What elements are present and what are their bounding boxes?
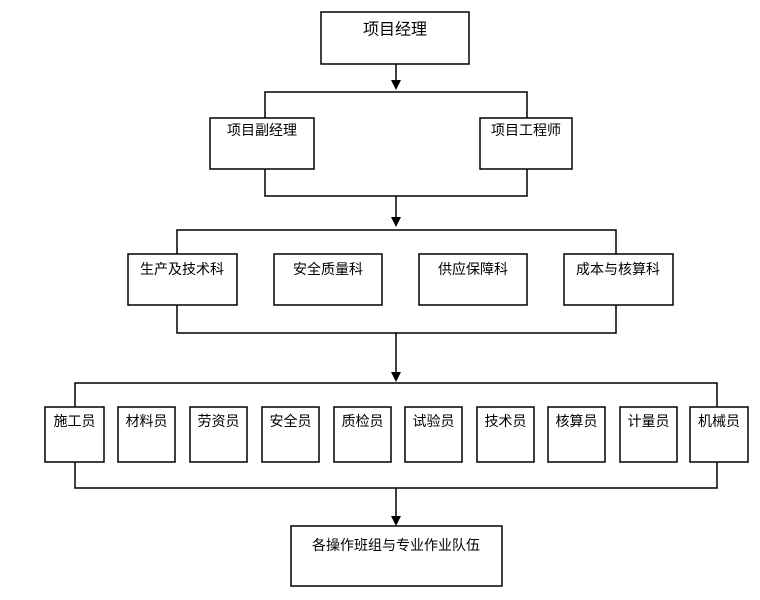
- connector-bracket: [264, 91, 528, 118]
- node-staff-metering-label: 计量员: [628, 414, 670, 430]
- connector-bracket: [74, 382, 718, 407]
- node-dept-safety-quality-label: 安全质量科: [293, 261, 363, 278]
- node-dept-cost-accounting-label: 成本与核算科: [576, 262, 660, 278]
- node-dept-supply-label: 供应保障科: [438, 261, 508, 278]
- node-staff-metering: [619, 406, 678, 463]
- node-staff-labor-label: 劳资员: [198, 414, 240, 430]
- arrow-head: [391, 516, 401, 526]
- node-staff-construction: [44, 406, 105, 463]
- connector-bracket: [176, 229, 617, 254]
- node-staff-machinery: [689, 406, 749, 463]
- node-staff-technician-label: 技术员: [485, 414, 527, 430]
- node-project-manager-label: 项目经理: [363, 20, 427, 39]
- node-dept-supply: [418, 253, 528, 306]
- node-deputy-manager: [209, 117, 315, 170]
- node-staff-accountant: [547, 406, 606, 463]
- node-staff-technician: [476, 406, 535, 463]
- node-staff-quality-inspector-label: 质检员: [342, 414, 384, 430]
- node-dept-cost-accounting: [563, 253, 674, 306]
- node-staff-machinery-label: 机械员: [698, 414, 740, 430]
- connector-bracket: [264, 169, 528, 197]
- node-dept-production-tech: [127, 253, 238, 306]
- node-operation-teams-label: 各操作班组与专业作业队伍: [312, 538, 480, 554]
- node-dept-production-tech-label: 生产及技术科: [140, 262, 224, 278]
- node-project-engineer-label: 项目工程师: [491, 123, 561, 139]
- node-deputy-manager-label: 项目副经理: [227, 123, 297, 139]
- arrow-head: [391, 372, 401, 382]
- node-staff-construction-label: 施工员: [54, 414, 96, 430]
- arrow-head: [391, 217, 401, 227]
- node-project-engineer: [479, 117, 573, 170]
- node-dept-safety-quality: [273, 253, 383, 306]
- node-staff-labor: [189, 406, 248, 463]
- node-project-manager: [320, 11, 470, 65]
- node-staff-testing: [404, 406, 463, 463]
- connector-bracket: [176, 305, 617, 334]
- node-staff-safety: [261, 406, 320, 463]
- node-staff-accountant-label: 核算员: [556, 414, 598, 430]
- node-staff-quality-inspector: [333, 406, 392, 463]
- node-staff-testing-label: 试验员: [413, 414, 455, 430]
- node-staff-materials: [117, 406, 176, 463]
- node-operation-teams: [290, 525, 503, 587]
- arrow-head: [391, 80, 401, 90]
- node-staff-materials-label: 材料员: [126, 414, 168, 430]
- node-staff-safety-label: 安全员: [270, 413, 312, 430]
- connector-bracket: [74, 462, 718, 489]
